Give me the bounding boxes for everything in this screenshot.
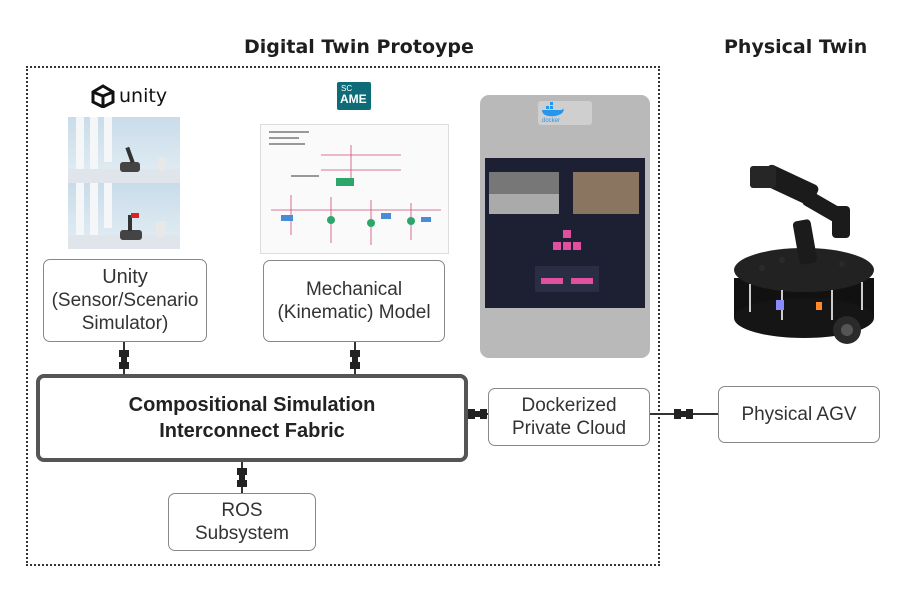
cloud-node-line2: Private Cloud bbox=[511, 418, 627, 439]
plug-icon bbox=[119, 350, 129, 369]
unity-cube-icon bbox=[91, 84, 115, 108]
ame-schematic-image bbox=[260, 124, 449, 254]
agv-node-label: Physical AGV bbox=[741, 404, 857, 425]
physical-agv-robot-image bbox=[734, 164, 874, 344]
physical-agv-node: Physical AGV bbox=[718, 386, 880, 443]
plug-icon bbox=[350, 350, 360, 369]
docker-dashboard-image: docker bbox=[480, 95, 650, 358]
unity-logo: unity bbox=[90, 84, 167, 108]
unity-node-line3: Simulator) bbox=[81, 313, 169, 334]
ros-subsystem-node: ROS Subsystem bbox=[168, 493, 316, 551]
docker-logo-text: docker bbox=[542, 118, 561, 124]
unity-node-title: Unity bbox=[102, 266, 148, 288]
mechanical-node-line1: Mechanical bbox=[305, 279, 403, 300]
fabric-line2: Interconnect Fabric bbox=[159, 420, 345, 442]
ros-node-line1: ROS bbox=[221, 500, 263, 521]
plug-icon bbox=[468, 409, 487, 419]
ame-logo: SC AME bbox=[337, 82, 371, 110]
ame-logo-prefix: SC bbox=[341, 84, 353, 93]
plug-icon bbox=[237, 468, 247, 487]
unity-simulator-node: Unity (Sensor/Scenario Simulator) bbox=[43, 259, 207, 342]
unity-logo-text: unity bbox=[119, 85, 168, 107]
ame-logo-text: AME bbox=[340, 92, 367, 106]
unity-screenshot-top bbox=[68, 117, 180, 183]
docker-cloud-node: Dockerized Private Cloud bbox=[488, 388, 650, 446]
docker-whale-icon bbox=[542, 102, 564, 117]
digital-twin-heading: Digital Twin Protoype bbox=[244, 36, 474, 58]
fabric-line1: Compositional Simulation bbox=[128, 394, 376, 416]
interconnect-fabric-node: Compositional Simulation Interconnect Fa… bbox=[36, 374, 468, 462]
plug-icon bbox=[674, 409, 693, 419]
mechanical-model-node: Mechanical (Kinematic) Model bbox=[263, 260, 445, 342]
mechanical-node-line2: (Kinematic) Model bbox=[277, 302, 431, 323]
unity-node-line2: (Sensor/Scenario bbox=[51, 290, 199, 311]
cloud-node-line1: Dockerized bbox=[521, 395, 617, 416]
digital-twin-frame bbox=[26, 66, 660, 566]
ros-node-line2: Subsystem bbox=[195, 523, 289, 544]
physical-twin-heading: Physical Twin bbox=[724, 36, 868, 58]
unity-screenshot-bottom bbox=[68, 183, 180, 249]
